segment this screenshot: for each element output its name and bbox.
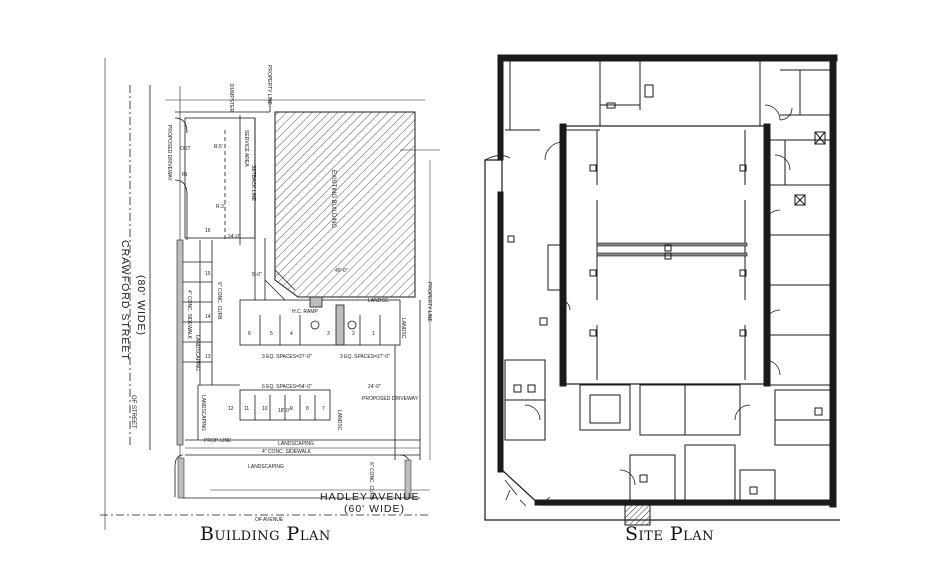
dim-r3: R.3'	[216, 204, 225, 210]
site-plan-caption: Site Plan	[625, 523, 715, 545]
stall-number: 4	[290, 331, 293, 337]
stall-number: 9	[290, 406, 293, 412]
existing-building	[274, 111, 416, 298]
dim-r5: R.5'	[214, 144, 223, 150]
stall-number: 7	[322, 406, 325, 412]
crawford-street-label: CRAWFORD STREET	[119, 240, 131, 361]
landsc-south-label: LANDSC.	[336, 410, 342, 432]
landscaping-sw-label: LANDSCAPING	[200, 395, 206, 431]
service-area-label: SERVICE AREA	[243, 130, 249, 167]
dim-5: 5'-0"	[252, 272, 262, 278]
stall-number: 1	[372, 331, 375, 337]
stall-number: 5	[270, 331, 273, 337]
conc-curb-south-label: 6" CONC. CURB	[368, 462, 374, 500]
dim-45: 45'-0"	[335, 268, 348, 274]
proposed-driveway-west-label: PROPOSED DRIVEWAY	[166, 125, 172, 182]
in-label: IN	[182, 172, 187, 178]
out-label: OUT	[180, 146, 191, 152]
dim-18: 18'-0"	[278, 408, 291, 414]
prop-line-label: PROP. LINE	[204, 438, 232, 444]
stall-number: 10	[262, 406, 268, 412]
parking-stalls-west	[183, 261, 212, 363]
stall-number: 11	[244, 406, 249, 412]
stall-number: 12	[228, 406, 234, 412]
eq-spaces-b-label: 3 EQ. SPACES=27'-0"	[340, 354, 390, 360]
setback-line-label: SETBACK LINE	[250, 165, 256, 202]
eq-spaces-a-label: 3 EQ. SPACES=27'-0"	[262, 354, 312, 360]
stall-number: 16	[205, 228, 211, 234]
stall-number: 6	[248, 331, 251, 337]
conc-curb-west-label: 6" CONC. CURB	[216, 282, 222, 320]
dim-24-north: 24'-0"	[228, 234, 241, 240]
landsc-east-label: LANDSC.	[400, 318, 406, 340]
building-plan-caption: Building Plan	[200, 523, 331, 545]
landscaping-south-label: LANDSCAPING	[278, 441, 314, 447]
existing-building-label: EXISTING BUILDING	[330, 170, 336, 228]
property-line-north-label: PROPERTY LINE	[266, 65, 272, 105]
conc-sidewalk-south-label: 4" CONC. SIDEWALK	[262, 449, 312, 455]
entry-steps	[624, 504, 651, 526]
stall-number: 3	[327, 331, 330, 337]
proposed-driveway-south-label: PROPOSED DRIVEWAY	[362, 396, 419, 402]
stall-number: 14	[205, 314, 211, 320]
dim-24-south: 24'-0"	[368, 384, 381, 390]
stall-number: 13	[205, 354, 211, 360]
building-plan-drawing	[100, 58, 440, 530]
hadley-width-label: (60' WIDE)	[344, 503, 405, 515]
landscaping-bottom-label: LANDSCAPING	[248, 464, 284, 470]
crawford-centerline-label: OF STREET	[130, 395, 136, 429]
conc-sidewalk-west-label: 4" CONC. SIDEWALK	[186, 290, 192, 340]
stall-number: 8	[306, 406, 309, 412]
hc-ramp-label: H.C. RAMP	[292, 309, 319, 315]
landsc-north-label: LANDSC.	[368, 298, 390, 304]
hadley-centerline-label: OF AVENUE	[255, 517, 284, 523]
property-line-east-label: PROPERTY LINE	[426, 282, 432, 322]
hadley-avenue-label: HADLEY AVENUE	[320, 491, 420, 503]
stall-number: 15	[205, 271, 211, 277]
stall-number: 2	[352, 331, 355, 337]
dumpster-label: DUMPSTER	[228, 84, 234, 112]
landscaping-west-label: LANDSCAPING	[194, 335, 200, 371]
eq-spaces-c-label: 6 EQ. SPACES=54'-0"	[262, 384, 312, 390]
site-plan-drawing	[484, 54, 840, 526]
crawford-width-label: (80' WIDE)	[135, 275, 147, 336]
